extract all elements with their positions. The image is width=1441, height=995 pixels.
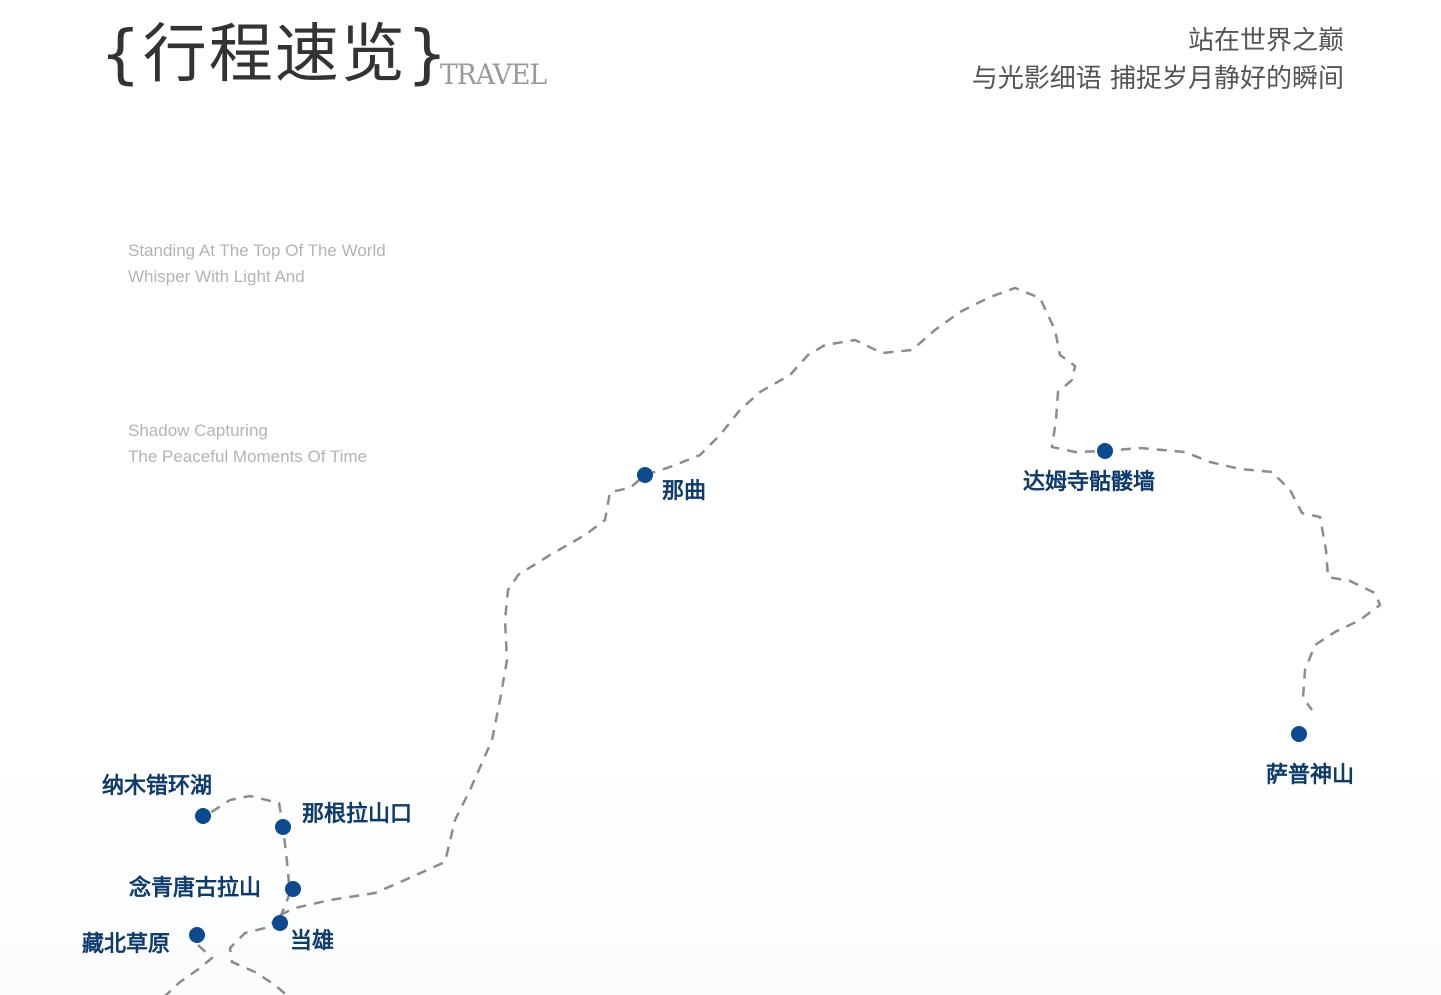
english-text-line-1: Standing At The Top Of The World: [128, 241, 386, 260]
english-text-line-3: Shadow Capturing: [128, 421, 268, 440]
label-nyenchen: 念青唐古拉山: [129, 876, 262, 901]
marker-dangxiong: [272, 915, 288, 931]
label-sapu: 萨普神山: [1266, 763, 1355, 788]
label-dangxiong: 当雄: [290, 929, 335, 954]
marker-damu: [1097, 443, 1113, 459]
marker-nagen: [275, 819, 291, 835]
marker-naqu: [637, 467, 653, 483]
english-text-line-4: The Peaceful Moments Of Time: [128, 447, 368, 466]
marker-namtso: [195, 808, 211, 824]
label-nagen: 那根拉山口: [302, 802, 413, 827]
english-text-line-2: Whisper With Light And: [128, 267, 305, 286]
marker-zangbei: [189, 927, 205, 943]
route-path-namtso-branch: [209, 794, 292, 919]
label-naqu: 那曲: [662, 479, 707, 504]
page-title-en: TRAVEL: [440, 58, 547, 91]
label-namtso: 纳木错环湖: [102, 774, 213, 799]
slogan-line-1: 站在世界之巅: [1187, 26, 1344, 56]
label-zangbei: 藏北草原: [82, 932, 171, 957]
route-path-main: [279, 286, 1382, 917]
marker-nyenchen: [285, 881, 301, 897]
marker-sapu: [1291, 726, 1307, 742]
slogan-line-2: 与光影细语 捕捉岁月静好的瞬间: [971, 64, 1344, 94]
page-title: {行程速览}: [100, 18, 450, 92]
label-damu: 达姆寺骷髅墙: [1023, 470, 1156, 495]
route-path-southwest: [164, 944, 214, 995]
route-path-south: [228, 916, 289, 995]
